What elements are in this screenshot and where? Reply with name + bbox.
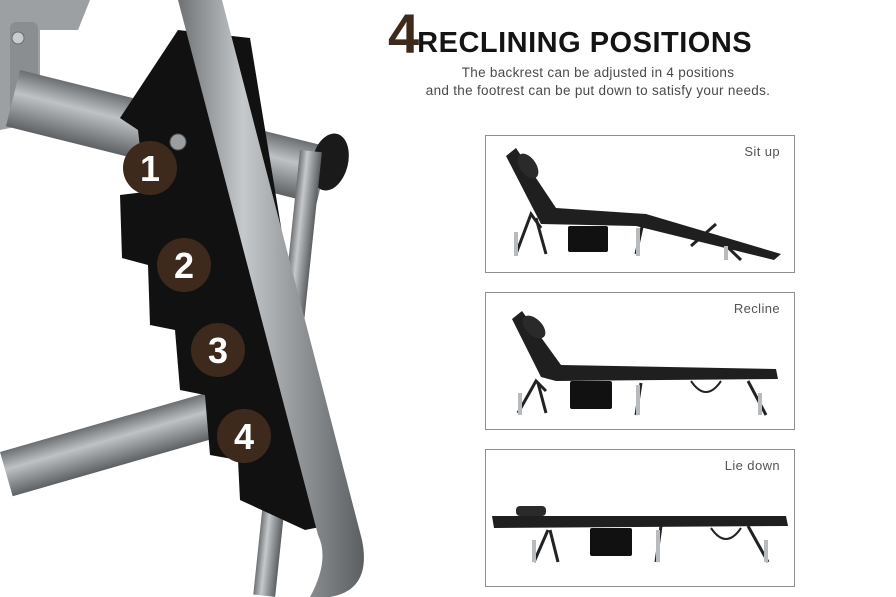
position-badge-1: 1 [123,141,177,195]
panel-label-lie-down: Lie down [724,458,780,473]
svg-text:2: 2 [174,245,194,286]
headline-number: 4 [388,2,419,65]
panel-lie-down: Lie down [485,449,795,587]
lounger-sit-up-image [506,148,781,262]
position-badge-4: 4 [217,409,271,463]
lounger-lie-down-image [492,506,788,563]
headline: 4RECLINING POSITIONS [388,6,818,62]
lounger-recline-image [512,311,778,416]
main-frame-tube [178,0,364,597]
panel-label-recline: Recline [733,301,780,316]
bracket-illustration: 1 2 3 4 [0,0,364,597]
subtitle: The backrest can be adjusted in 4 positi… [380,64,816,100]
position-badge-2: 2 [157,238,211,292]
panel-recline: Recline [485,292,795,430]
svg-text:1: 1 [140,148,160,189]
position-badge-3: 3 [191,323,245,377]
subtitle-line-2: and the footrest can be put down to sati… [425,83,771,98]
svg-text:4: 4 [234,416,254,457]
subtitle-line-1: The backrest can be adjusted in 4 positi… [461,65,735,80]
headline-text: RECLINING POSITIONS [417,27,753,59]
panel-sit-up: Sit up [485,135,795,273]
svg-text:3: 3 [208,330,228,371]
panel-label-sit-up: Sit up [744,144,780,159]
